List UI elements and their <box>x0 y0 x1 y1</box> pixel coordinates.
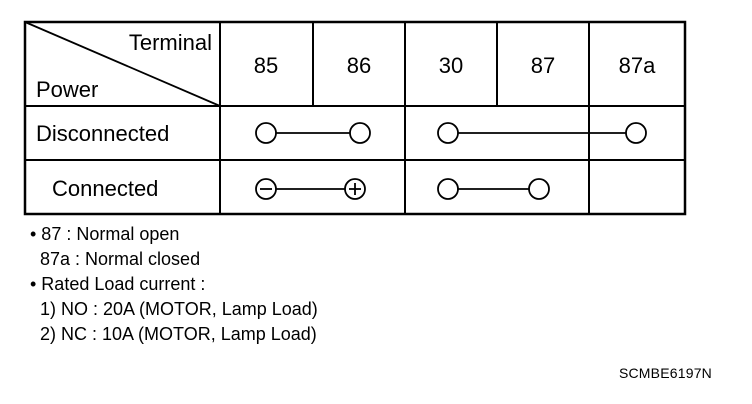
figure-code: SCMBE6197N <box>618 365 712 381</box>
terminal-circle-87a <box>625 122 647 144</box>
relay-notes: • 87 : Normal open 87a : Normal closed •… <box>30 222 318 347</box>
corner-label-terminal: Terminal <box>129 30 212 55</box>
terminal-circle-87 <box>528 178 550 200</box>
terminal-header-87a: 87a <box>619 53 656 78</box>
note-rated-load-nc: 2) NC : 10A (MOTOR, Lamp Load) <box>30 324 317 344</box>
terminal-circle-30-connected <box>437 178 459 200</box>
terminal-header-30: 30 <box>439 53 463 78</box>
note-normal-open: • 87 : Normal open <box>30 224 180 244</box>
row-label-connected: Connected <box>52 176 158 201</box>
note-rated-load-no: 1) NO : 20A (MOTOR, Lamp Load) <box>30 299 318 319</box>
terminal-header-85: 85 <box>254 53 278 78</box>
corner-label-power: Power <box>36 77 98 102</box>
terminal-circle-86 <box>349 122 371 144</box>
terminal-header-87: 87 <box>531 53 555 78</box>
row-label-disconnected: Disconnected <box>36 121 169 146</box>
note-rated-load-heading: • Rated Load current : <box>30 274 206 294</box>
corner-diagonal <box>24 21 221 107</box>
table-frame <box>23 20 687 216</box>
terminal-circle-30 <box>437 122 459 144</box>
terminal-circle-85 <box>255 122 277 144</box>
terminal-header-86: 86 <box>347 53 371 78</box>
note-normal-closed: 87a : Normal closed <box>30 249 201 269</box>
